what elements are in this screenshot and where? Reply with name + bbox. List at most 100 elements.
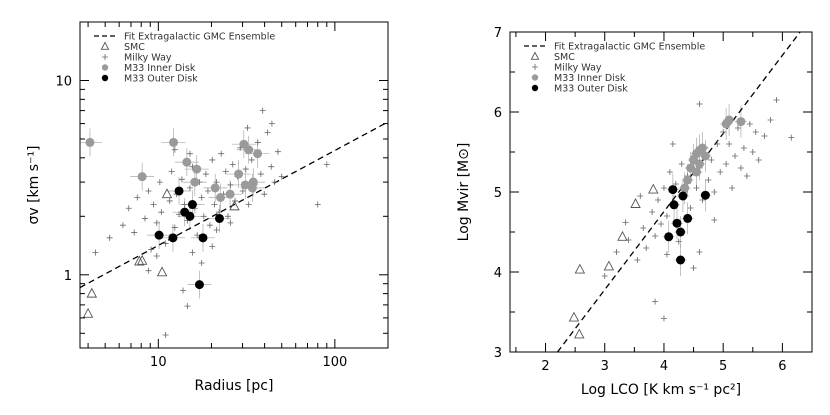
m33-outer-disk-point (174, 186, 184, 196)
milky-way-point (663, 251, 670, 258)
milky-way-point (613, 249, 620, 255)
milky-way-point (711, 217, 718, 223)
milky-way-point (634, 257, 641, 263)
milky-way-point (257, 171, 264, 178)
milky-way-point (652, 233, 659, 239)
smc-point (82, 307, 94, 318)
legend-m33-outer-swatch (531, 84, 539, 92)
milky-way-point (271, 179, 278, 186)
smc-point (134, 255, 145, 266)
milky-way-point (209, 243, 216, 250)
milky-way-point (171, 146, 178, 153)
milky-way-point (278, 173, 285, 180)
y-tick-label: 5 (494, 186, 502, 201)
x-tick-label: 10 (150, 355, 167, 370)
smc-point (617, 230, 628, 241)
milky-way-point (761, 133, 768, 139)
milky-way-point (655, 197, 662, 203)
smc-point (574, 328, 585, 339)
milky-way-point (119, 222, 126, 229)
legend-label-smc: SMC (554, 52, 575, 63)
milky-way-point (714, 141, 721, 147)
m33-inner-disk-point (85, 137, 95, 147)
m33-inner-disk-point (169, 137, 179, 147)
legend-label-milky-way: Milky Way (124, 53, 172, 64)
milky-way-point (211, 201, 218, 208)
smc-point (574, 263, 586, 274)
y-tick-label: 10 (55, 74, 72, 89)
milky-way-point (141, 215, 148, 222)
legend-milky-way-swatch (102, 54, 108, 60)
milky-way-point (254, 139, 261, 146)
legend-milky-way-swatch (532, 64, 538, 70)
milky-way-point (737, 165, 744, 171)
legend-label-smc: SMC (124, 42, 145, 53)
m33-outer-disk-point (185, 211, 195, 221)
m33-outer-disk-point (668, 185, 678, 195)
milky-way-point (198, 194, 205, 201)
m33-outer-disk-point (683, 213, 693, 223)
milky-way-point (186, 150, 193, 157)
legend-m33-inner-swatch (101, 64, 109, 71)
milky-way-point (663, 213, 670, 219)
x-tick-label: 5 (719, 359, 727, 374)
milky-way-point (705, 177, 712, 183)
milky-way-point (186, 184, 193, 191)
m33-inner-disk-point (736, 117, 746, 127)
milky-way-point (726, 141, 733, 147)
smc-point (86, 287, 98, 298)
milky-way-point (669, 141, 676, 147)
milky-way-point (227, 181, 234, 188)
milky-way-point (678, 161, 685, 167)
milky-way-point (204, 187, 211, 194)
m33-inner-disk-point (225, 189, 235, 199)
m33-inner-disk-point (137, 172, 147, 182)
milky-way-point (189, 249, 196, 256)
milky-way-point (206, 222, 213, 229)
plot-frame (79, 21, 389, 349)
milky-way-point (660, 315, 667, 322)
milky-way-point (752, 129, 759, 135)
m33-inner-disk-point (210, 183, 220, 193)
legend-smc-swatch (100, 41, 110, 50)
x-axis-title: Log LCO [K km s⁻¹ pc²] (581, 382, 741, 398)
milky-way-point (162, 240, 169, 247)
milky-way-point (166, 197, 173, 204)
y-tick-label: 6 (494, 106, 502, 121)
m33-inner-disk-point (683, 175, 693, 185)
milky-way-point (743, 173, 750, 179)
m33-outer-disk-point (168, 233, 178, 243)
m33-inner-disk-point (700, 151, 710, 161)
x-tick-label: 100 (322, 355, 347, 370)
smc-point (603, 260, 615, 271)
milky-way-point (209, 156, 216, 163)
milky-way-point (213, 227, 220, 234)
legend-label-m33-inner-disk: M33 Inner Disk (554, 73, 626, 84)
m33-inner-disk-point (724, 115, 734, 125)
m33-inner-disk-point (694, 159, 704, 169)
m33-inner-disk-point (680, 183, 690, 193)
milky-way-point (184, 303, 191, 310)
milky-way-point (720, 129, 727, 135)
milky-way-point (323, 161, 330, 168)
milky-way-point (767, 117, 774, 123)
milky-way-point (696, 101, 703, 107)
y-axis-title: Log Mvir [M⊙] (456, 143, 472, 242)
smc-point (156, 266, 168, 277)
legend-m33-inner-swatch (531, 74, 539, 81)
y-tick-label: 4 (494, 266, 502, 281)
m33-outer-disk-point (187, 200, 197, 210)
smc-point (568, 311, 580, 322)
legend-m33-outer-swatch (101, 74, 109, 82)
milky-way-point (181, 201, 188, 208)
smc-point (161, 188, 173, 199)
milky-way-point (168, 168, 175, 175)
milky-way-point (224, 213, 231, 220)
milky-way-point (242, 166, 249, 173)
milky-way-point (690, 265, 697, 271)
fit-line (80, 121, 388, 289)
